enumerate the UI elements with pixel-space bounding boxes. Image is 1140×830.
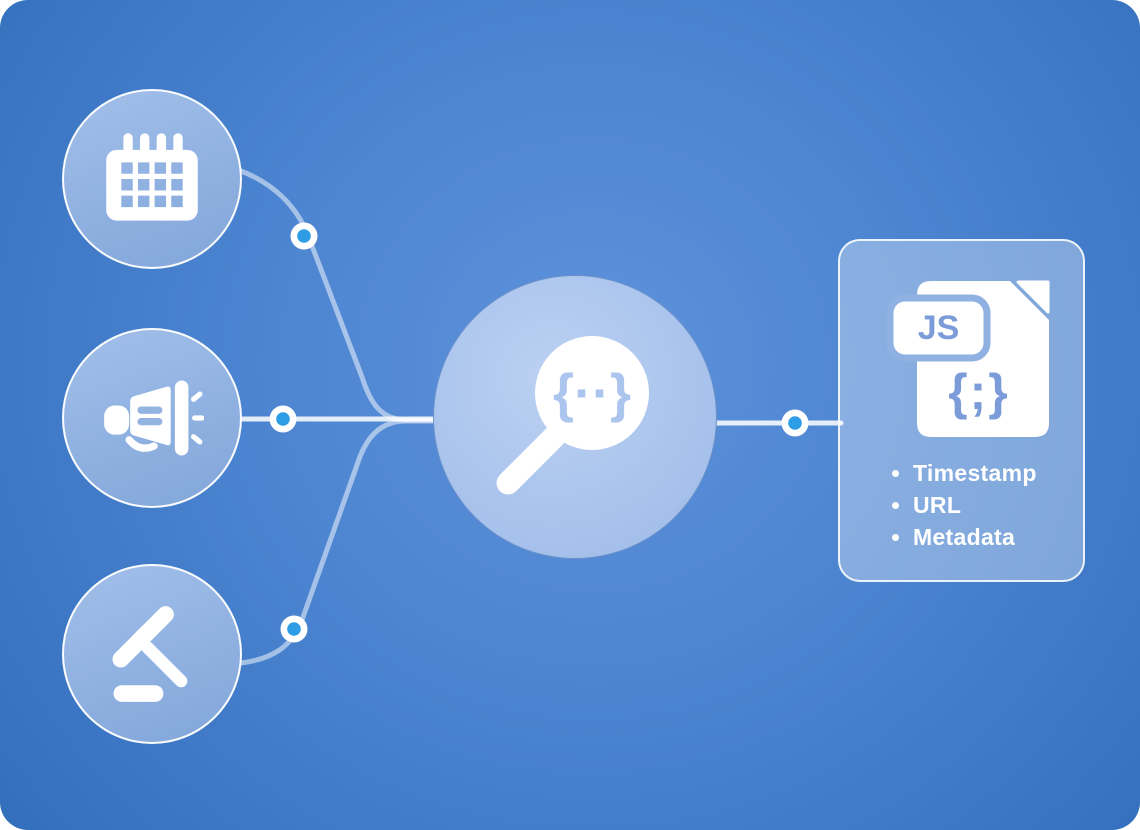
connector-node-dot (269, 405, 297, 433)
js-badge-label: JS (918, 309, 960, 347)
processor-node: {··} (433, 275, 717, 559)
file-braces-glyph: {;} (948, 364, 1010, 420)
connector-node-dot (781, 409, 809, 437)
output-card: JS {;} Timestamp URL Metadata (838, 239, 1085, 582)
megaphone-icon (104, 380, 204, 456)
connector-node-dot (280, 615, 308, 643)
code-scan-magnifier-icon: {··} (496, 336, 649, 495)
bullet-dot (892, 469, 899, 477)
js-file-icon: JS {;} (886, 280, 1050, 437)
list-item-label: URL (913, 491, 962, 518)
gavel-icon (112, 606, 188, 702)
magnifier-lens (535, 336, 649, 450)
connector-node-dot (290, 222, 318, 250)
magnifier-handle (496, 425, 566, 495)
list-item: Metadata (892, 521, 1037, 553)
js-badge (886, 294, 991, 362)
connector-top (238, 168, 439, 423)
lens-braces-glyph: {··} (553, 363, 631, 423)
list-item: URL (892, 489, 1037, 521)
connector-bottom (238, 418, 439, 666)
bullet-dot (892, 533, 899, 541)
list-item-label: Metadata (913, 523, 1016, 550)
document-fold (1016, 280, 1050, 314)
list-item: Timestamp (892, 457, 1037, 489)
output-list: Timestamp URL Metadata (892, 457, 1037, 553)
bullet-dot (892, 501, 899, 509)
list-item-label: Timestamp (913, 459, 1037, 486)
source-node-megaphone (62, 328, 242, 508)
source-node-gavel (62, 564, 242, 744)
calendar-icon (106, 133, 198, 221)
source-node-calendar (62, 89, 242, 269)
